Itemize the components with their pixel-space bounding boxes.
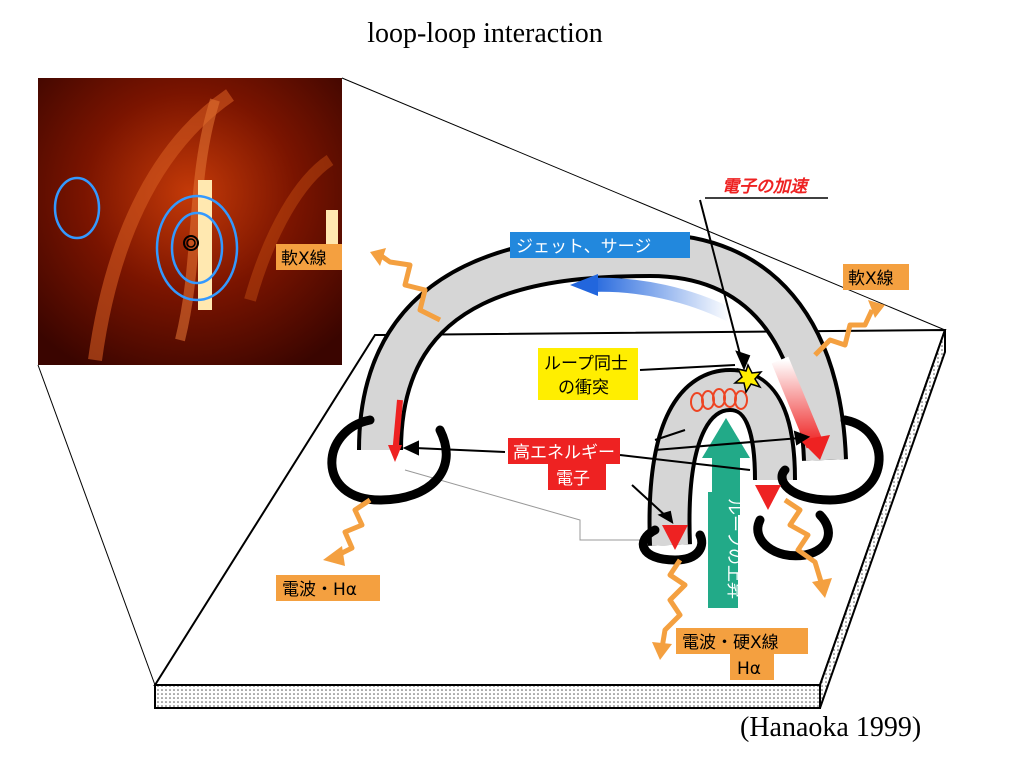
- label-soft-xray-right: 軟X線: [843, 264, 909, 290]
- emission-arrowheads: [323, 248, 885, 660]
- svg-text:の衝突: の衝突: [558, 378, 609, 398]
- svg-text:軟X線: 軟X線: [848, 269, 894, 289]
- page-title: loop-loop interaction: [367, 18, 603, 49]
- svg-text:ループ同士: ループ同士: [544, 354, 628, 374]
- svg-text:高エネルギー: 高エネルギー: [513, 443, 615, 463]
- label-soft-xray-left: 軟X線: [276, 244, 342, 270]
- label-loop-rise: ループの上昇: [708, 492, 744, 608]
- svg-text:Hα: Hα: [737, 659, 761, 679]
- citation: (Hanaoka 1999): [740, 712, 922, 743]
- jet-arrow: [570, 274, 734, 322]
- reconnection-coil: [690, 388, 748, 412]
- svg-text:電子: 電子: [556, 469, 590, 489]
- svg-text:軟X線: 軟X線: [281, 249, 327, 269]
- label-radio-hard-xray: 電波・硬X線 Hα: [676, 628, 808, 680]
- svg-text:電波・硬X線: 電波・硬X線: [682, 633, 779, 653]
- label-radio-halpha: 電波・Hα: [276, 575, 380, 601]
- label-loop-collision: ループ同士 の衝突: [538, 348, 638, 400]
- footpoint-arcs: [327, 415, 884, 565]
- label-jet-surge: ジェット、サージ: [510, 232, 690, 258]
- solar-observation-image: [38, 78, 342, 365]
- label-electron-acceleration: 電子の加速: [722, 177, 810, 197]
- svg-text:ループの上昇: ループの上昇: [724, 498, 744, 599]
- svg-text:電子の加速: 電子の加速: [722, 177, 810, 197]
- label-high-energy-electrons: 高エネルギー 電子: [508, 438, 620, 490]
- svg-text:電波・Hα: 電波・Hα: [282, 580, 357, 600]
- svg-text:ジェット、サージ: ジェット、サージ: [516, 237, 651, 257]
- collision-star: [732, 363, 763, 394]
- electron-arrows: [388, 356, 830, 550]
- pointer-lines: [402, 197, 828, 524]
- emission-squiggles: [336, 252, 875, 649]
- projection-line-bottom: [37, 364, 156, 686]
